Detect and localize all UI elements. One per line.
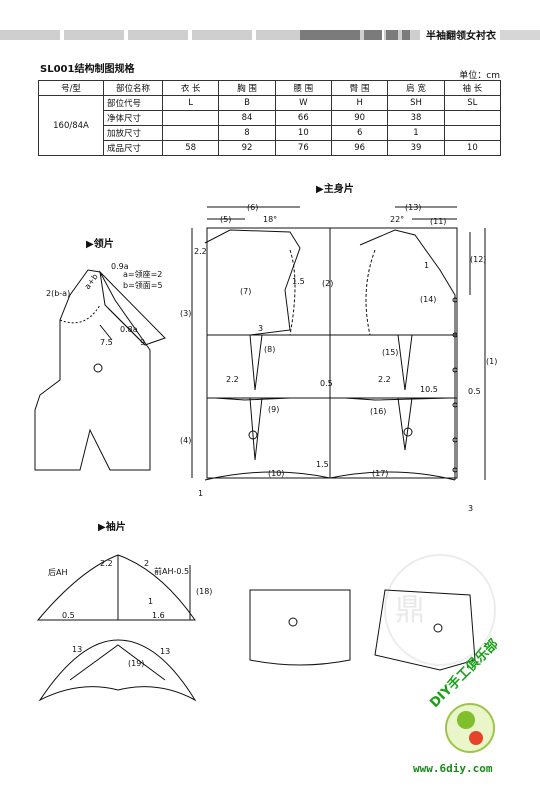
table-cell: SL bbox=[443, 95, 502, 111]
watermark-url: www.6diy.com bbox=[413, 762, 493, 775]
sleeve-label: 13 bbox=[72, 645, 82, 654]
body-label: 3 bbox=[258, 324, 263, 333]
collar-label: 7.5 bbox=[100, 338, 113, 347]
spec-table: 号/型 部位名称 衣 长 胸 围 腰 围 臀 围 肩 宽 袖 长 160/84A… bbox=[38, 80, 502, 156]
sleeve-label: (18) bbox=[196, 587, 212, 596]
bodice-drawing bbox=[93, 206, 486, 481]
body-label: (13) bbox=[405, 203, 421, 212]
collar-section-title: ▶领片 bbox=[86, 239, 114, 250]
spec-table-title: SL001结构制图规格 bbox=[40, 64, 135, 75]
table-cell: 96 bbox=[330, 140, 389, 156]
row-label: 成品尺寸 bbox=[103, 140, 163, 156]
header-decor-stripes bbox=[0, 30, 420, 40]
table-cell: 10 bbox=[443, 140, 502, 156]
body-label: (15) bbox=[382, 348, 398, 357]
body-label: 2.2 bbox=[226, 375, 239, 384]
sleeve-label: 后AH bbox=[48, 567, 68, 577]
table-row: 成品尺寸 58 92 76 96 39 10 bbox=[39, 140, 502, 156]
sleeve-section-title: ▶袖片 bbox=[98, 522, 126, 533]
collar-label: 9 bbox=[140, 338, 145, 347]
body-label: 22° bbox=[390, 215, 404, 224]
sleeve-label: 前AH-0.5 bbox=[154, 566, 189, 576]
body-label: (11) bbox=[430, 217, 446, 226]
body-label: (7) bbox=[240, 287, 251, 296]
sleeve-label: (19) bbox=[128, 659, 144, 668]
collar-piece-drawing bbox=[34, 269, 166, 471]
collar-label: a=领座=2 bbox=[123, 269, 162, 279]
body-label: 1 bbox=[424, 261, 429, 270]
sleeve-label: 1 bbox=[148, 597, 153, 606]
body-label: 1 bbox=[198, 489, 203, 498]
table-cell: 92 bbox=[218, 140, 276, 156]
unit-label: 单位：cm bbox=[459, 71, 500, 81]
sleeve-label: 2.2 bbox=[100, 559, 113, 568]
body-label: 2.2 bbox=[194, 247, 207, 256]
sleeve-label: 0.5 bbox=[62, 611, 75, 620]
table-cell: 58 bbox=[161, 140, 220, 156]
sleeve-label: 1.6 bbox=[152, 611, 165, 620]
watermark-seal: 鼎 bbox=[384, 554, 496, 666]
body-label: 3 bbox=[468, 504, 473, 513]
collar-label: a+b bbox=[83, 272, 100, 291]
sleeve-label: 2 bbox=[144, 559, 149, 568]
body-label: (10) bbox=[268, 469, 284, 478]
collar-label: b=领面=5 bbox=[123, 280, 163, 290]
body-label: (3) bbox=[180, 309, 191, 318]
body-label: (2) bbox=[322, 279, 333, 288]
svg-text:鼎: 鼎 bbox=[395, 593, 425, 628]
diy-logo-icon bbox=[445, 703, 495, 753]
page-header-title: 半袖翻领女衬衣 bbox=[426, 31, 496, 42]
sleeve-label: 13 bbox=[160, 647, 170, 656]
table-row: 净体尺寸 84 66 90 38 bbox=[39, 110, 502, 126]
body-label: (6) bbox=[247, 203, 258, 212]
body-label: 18° bbox=[263, 215, 277, 224]
body-label: 0.5 bbox=[468, 387, 481, 396]
body-label: 10.5 bbox=[420, 385, 438, 394]
body-label: 2.2 bbox=[378, 375, 391, 384]
body-label: (4) bbox=[180, 436, 191, 445]
collar-label: 0.9a bbox=[111, 262, 129, 271]
table-row: 160/84A 部位代号 L B W H SH SL bbox=[38, 95, 502, 156]
collar-label: 2(b-a) bbox=[46, 289, 70, 298]
body-label: 0.5 bbox=[320, 379, 333, 388]
sleeve-drawing bbox=[36, 554, 476, 702]
body-label: 1.5 bbox=[292, 277, 305, 286]
body-label: (1) bbox=[486, 357, 497, 366]
header-decor-tail bbox=[500, 30, 540, 40]
body-label: (14) bbox=[420, 295, 436, 304]
body-label: (12) bbox=[470, 255, 486, 264]
body-section-title: ▶主身片 bbox=[316, 184, 354, 195]
body-label: (17) bbox=[372, 469, 388, 478]
body-label: 1.5 bbox=[316, 460, 329, 469]
body-label: (8) bbox=[264, 345, 275, 354]
body-label: (9) bbox=[268, 405, 279, 414]
body-label: (16) bbox=[370, 407, 386, 416]
body-label: (5) bbox=[220, 215, 231, 224]
collar-label: 0.8a bbox=[120, 325, 138, 334]
